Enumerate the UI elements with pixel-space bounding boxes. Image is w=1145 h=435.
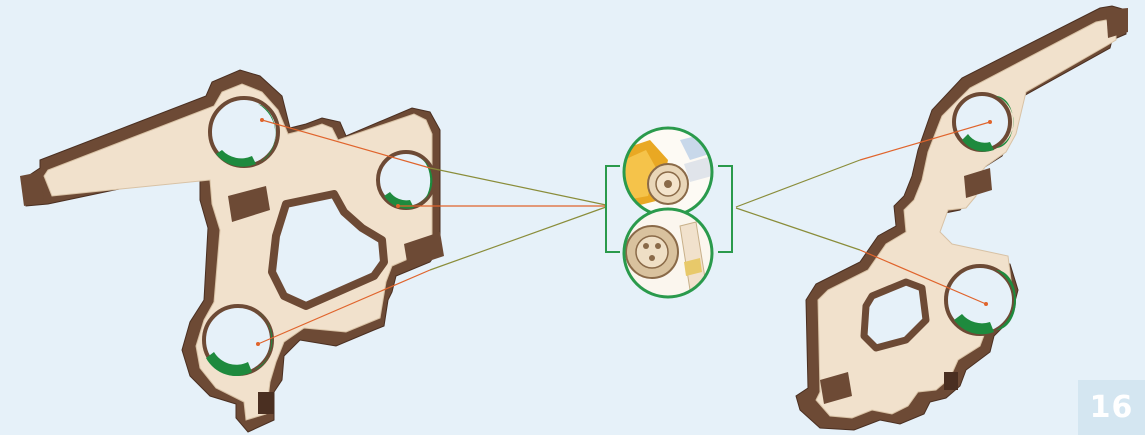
detail-callout [606, 128, 732, 300]
gear-detail-bottom-icon [620, 208, 716, 300]
left-wooden-part [20, 70, 444, 432]
left-hole-right [378, 152, 434, 209]
gear-detail-top-icon [620, 128, 716, 218]
page-number: 16 [1078, 380, 1145, 435]
callout-line-right-bot-olive [736, 208, 860, 250]
right-hole-bottom [946, 266, 1016, 334]
callout-line-left-bot-olive [430, 207, 606, 270]
left-slot [258, 392, 274, 414]
right-bracket [718, 166, 732, 252]
left-hole-top [210, 98, 278, 167]
left-tab-3 [20, 172, 44, 206]
left-bracket [606, 166, 620, 252]
callout-line-left-top-olive [430, 168, 606, 205]
right-hole-top [954, 94, 1014, 152]
right-slot [944, 372, 958, 390]
right-wooden-part [796, 6, 1128, 430]
callout-line-right-top-olive [736, 160, 860, 207]
left-hole-bottom [204, 306, 272, 376]
